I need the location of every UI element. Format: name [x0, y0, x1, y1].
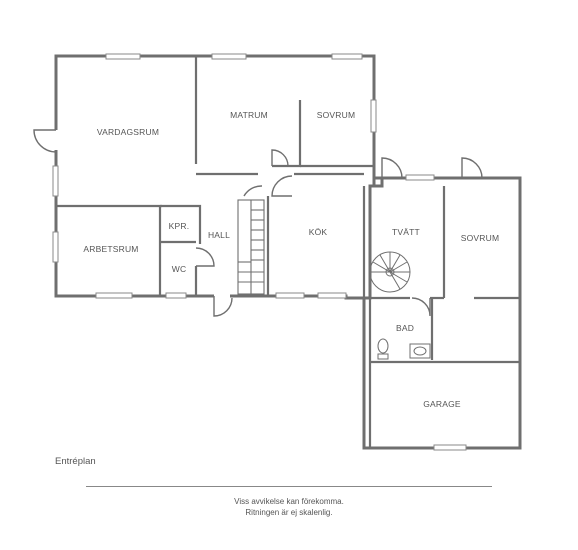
sink-icon: [409, 343, 431, 359]
window: [405, 174, 435, 181]
disclaimer-line-1: Viss avvikelse kan förekomma.: [234, 497, 344, 506]
disclaimer-line-2: Ritningen är ej skalenlig.: [245, 508, 333, 517]
room-label-bad: BAD: [396, 323, 414, 333]
room-labels: VARDAGSRUM MATRUM SOVRUM ARBETSRUM KPR. …: [83, 110, 499, 409]
window: [275, 292, 305, 299]
east-wing-outline: [362, 176, 522, 450]
room-label-kpr: KPR.: [169, 221, 190, 231]
spiral-staircase: [369, 251, 411, 293]
divider: [86, 486, 492, 487]
disclaimer: Viss avvikelse kan förekomma. Ritningen …: [0, 496, 578, 518]
room-label-tvatt: TVÄTT: [392, 227, 420, 237]
window: [165, 292, 187, 299]
windows: [52, 53, 467, 451]
toilet-icon: [377, 338, 389, 360]
window: [433, 444, 467, 451]
door-kok: [271, 175, 293, 197]
room-label-sovrum-1: SOVRUM: [317, 110, 356, 120]
wall-closet: [160, 204, 202, 244]
door-hall: [271, 149, 289, 167]
room-label-matrum: MATRUM: [230, 110, 268, 120]
window: [370, 99, 377, 133]
main-house-outline: [54, 54, 384, 300]
door-entrance-west: [33, 129, 57, 153]
door-tvatt: [381, 157, 403, 179]
door-sovrum2: [461, 157, 483, 179]
window: [211, 53, 247, 60]
room-label-arbetsrum: ARBETSRUM: [83, 244, 138, 254]
inner-walls: [56, 56, 520, 448]
window: [52, 165, 59, 197]
door-bad: [411, 297, 431, 317]
stair-steps: [238, 209, 264, 283]
room-label-vardagsrum: VARDAGSRUM: [97, 127, 159, 137]
staircase: [237, 199, 265, 295]
window: [95, 292, 133, 299]
room-label-sovrum-2: SOVRUM: [461, 233, 500, 243]
room-label-wc: WC: [172, 264, 187, 274]
west-wall-lower: [54, 150, 214, 298]
door-stair: [243, 185, 263, 197]
room-label-kok: KÖK: [309, 227, 328, 237]
window: [317, 292, 347, 299]
bathroom-fixtures: [377, 338, 431, 360]
door-wc: [195, 247, 215, 267]
window: [105, 53, 141, 60]
room-label-hall: HALL: [208, 230, 230, 240]
wall-matrum-sovrum: [272, 100, 302, 168]
door-main-entrance: [213, 296, 233, 317]
doors: [33, 129, 483, 317]
window: [331, 53, 363, 60]
floor-name: Entréplan: [55, 456, 96, 467]
room-label-garage: GARAGE: [423, 399, 461, 409]
window: [52, 231, 59, 263]
